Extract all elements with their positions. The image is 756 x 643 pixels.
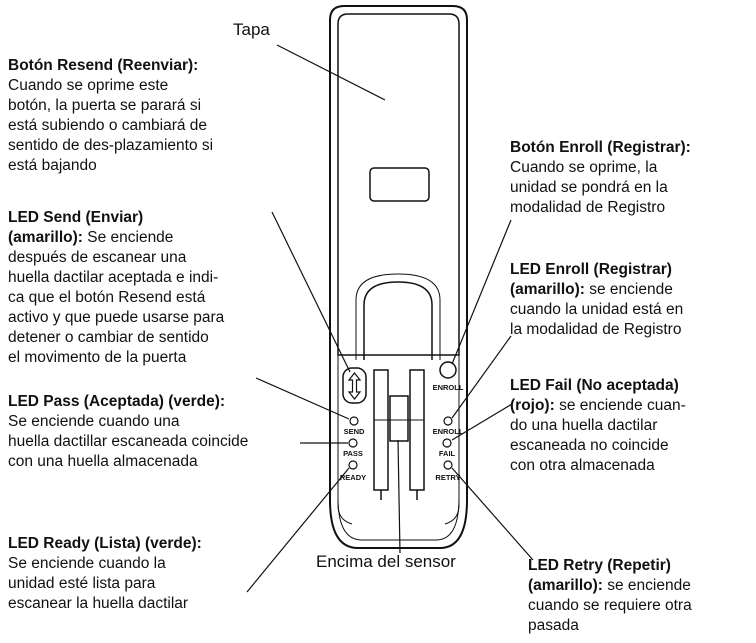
svg-text:ENROLL: ENROLL — [433, 427, 464, 436]
leader-ready — [246, 467, 350, 593]
resend-button[interactable] — [342, 367, 367, 404]
cover-label: Tapa — [233, 20, 270, 39]
sensor-right-rail — [409, 369, 425, 491]
leader-enroll-button — [451, 219, 512, 365]
leader-retry — [451, 467, 534, 561]
retry-led-callout: LED Retry (Repetir) (amarillo): se encie… — [528, 557, 692, 634]
svg-text:FAIL: FAIL — [439, 449, 456, 458]
fail-led-callout: LED Fail (No aceptada) (rojo): se encien… — [510, 377, 686, 474]
cover — [337, 13, 460, 356]
leader-tapa — [276, 44, 386, 101]
pass-led: PASS — [343, 438, 363, 458]
ready-led: READY — [340, 460, 366, 482]
ready-led-callout: LED Ready (Lista) (verde): Se enciende c… — [8, 535, 202, 612]
leader-lines — [246, 44, 534, 593]
svg-text:RETRY: RETRY — [435, 473, 460, 482]
cover-slot — [369, 167, 430, 202]
enroll-led: ENROLL — [433, 416, 464, 436]
enroll-button-callout: Botón Enroll (Registrar): Cuando se opri… — [510, 139, 691, 216]
callout-title: Botón Resend (Reenviar): — [8, 57, 199, 74]
enroll-led-callout: LED Enroll (Registrar) (amarillo): se en… — [510, 261, 684, 338]
enroll-button[interactable]: ENROLL — [433, 361, 464, 392]
fail-led: FAIL — [439, 438, 456, 458]
svg-text:READY: READY — [340, 473, 366, 482]
retry-led: RETRY — [435, 460, 461, 482]
leader-resend — [271, 211, 351, 373]
resend-button-callout: Botón Resend (Reenviar): Cuando se oprim… — [8, 56, 298, 176]
send-led-callout: LED Send (Enviar) (amarillo): Se enciend… — [8, 209, 225, 366]
sensor-arch — [363, 281, 433, 360]
svg-text:PASS: PASS — [343, 449, 363, 458]
sensor-top-label: Encima del sensor — [316, 552, 456, 571]
up-down-arrow-icon — [347, 372, 362, 400]
leader-enroll-led — [451, 335, 512, 419]
send-led: SEND — [344, 416, 365, 436]
leader-sensor — [397, 439, 401, 554]
sensor-left-rail — [373, 369, 389, 491]
leader-send — [255, 377, 350, 420]
enroll-button-label: ENROLL — [433, 383, 464, 392]
keypad-device — [329, 5, 468, 549]
sensor-window — [389, 395, 409, 442]
leader-fail — [451, 403, 513, 441]
svg-text:SEND: SEND — [344, 427, 365, 436]
pass-led-callout: LED Pass (Aceptada) (verde): Se enciende… — [8, 393, 249, 470]
